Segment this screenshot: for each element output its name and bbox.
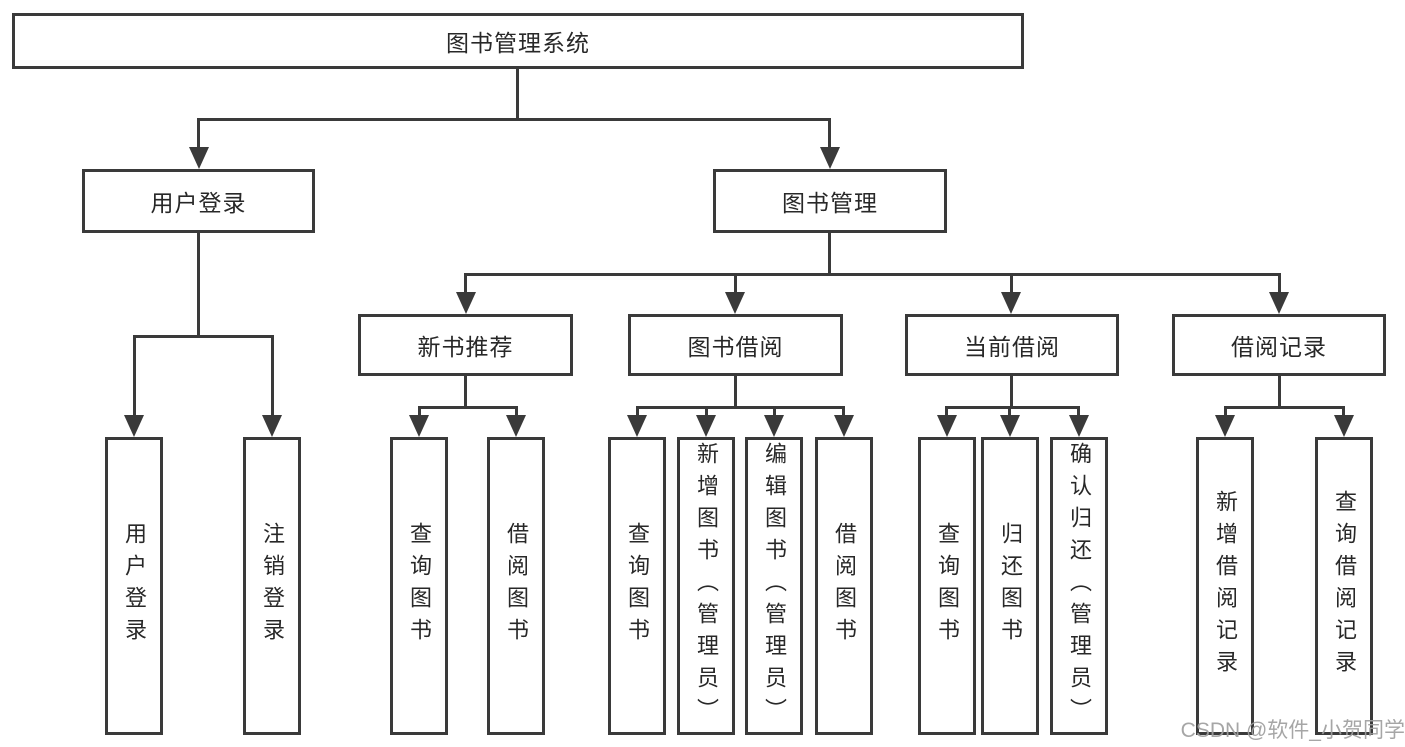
connector-line xyxy=(464,273,467,294)
connector-line xyxy=(515,406,518,417)
arrowhead-down-icon xyxy=(1069,415,1089,437)
connector-line xyxy=(945,406,1079,409)
leaf-label: 注销登录 xyxy=(260,522,285,650)
leaf-label: 查询图书 xyxy=(935,522,960,650)
leaf-borrow-book-recommend: 借阅图书 xyxy=(487,437,545,735)
connector-line xyxy=(705,406,708,417)
leaf-query-book-current: 查询图书 xyxy=(918,437,976,735)
node-label: 图书管理系统 xyxy=(446,30,590,56)
connector-line xyxy=(734,376,737,406)
connector-line xyxy=(734,273,737,294)
node-label: 借阅记录 xyxy=(1231,334,1327,360)
leaf-confirm-return-admin: 确认归还（管理员） xyxy=(1050,437,1108,735)
connector-line xyxy=(773,406,776,417)
node-book-management: 图书管理 xyxy=(713,169,947,233)
arrowhead-down-icon xyxy=(834,415,854,437)
leaf-label: 用户登录 xyxy=(122,522,147,650)
connector-line xyxy=(1224,406,1345,409)
connector-line xyxy=(197,233,200,335)
arrowhead-down-icon xyxy=(1269,292,1289,314)
connector-line xyxy=(636,406,639,417)
leaf-label: 查询图书 xyxy=(407,522,432,650)
connector-line xyxy=(828,233,831,273)
arrowhead-down-icon xyxy=(262,415,282,437)
connector-line xyxy=(1342,406,1345,417)
connector-line xyxy=(271,335,274,417)
arrowhead-down-icon xyxy=(456,292,476,314)
connector-line xyxy=(133,335,136,417)
node-current-borrow: 当前借阅 xyxy=(905,314,1119,376)
leaf-user-login: 用户登录 xyxy=(105,437,163,735)
connector-line xyxy=(842,406,845,417)
connector-line xyxy=(945,406,948,417)
connector-line xyxy=(828,118,831,150)
node-label: 用户登录 xyxy=(150,190,247,216)
connector-line xyxy=(133,335,274,338)
leaf-label: 归还图书 xyxy=(998,522,1023,650)
arrowhead-down-icon xyxy=(189,147,209,169)
leaf-label: 确认归还（管理员） xyxy=(1067,442,1092,730)
leaf-label: 查询借阅记录 xyxy=(1332,490,1357,682)
arrowhead-down-icon xyxy=(764,415,784,437)
connector-line xyxy=(418,406,421,417)
leaf-add-borrow-record: 新增借阅记录 xyxy=(1196,437,1254,735)
node-borrow-records: 借阅记录 xyxy=(1172,314,1386,376)
connector-line xyxy=(197,118,200,150)
node-new-book-recommend: 新书推荐 xyxy=(358,314,573,376)
connector-line xyxy=(418,406,518,409)
connector-line xyxy=(1224,406,1227,417)
leaf-label: 借阅图书 xyxy=(504,522,529,650)
leaf-label: 编辑图书（管理员） xyxy=(762,442,787,730)
arrowhead-down-icon xyxy=(937,415,957,437)
connector-line xyxy=(516,69,519,118)
arrowhead-down-icon xyxy=(627,415,647,437)
arrowhead-down-icon xyxy=(1334,415,1354,437)
arrowhead-down-icon xyxy=(696,415,716,437)
node-label: 图书借阅 xyxy=(687,334,784,360)
node-library-system: 图书管理系统 xyxy=(12,13,1024,69)
node-book-borrow: 图书借阅 xyxy=(628,314,843,376)
connector-line xyxy=(1278,376,1281,406)
leaf-query-book-borrow: 查询图书 xyxy=(608,437,666,735)
node-label: 图书管理 xyxy=(782,190,878,216)
connector-line xyxy=(1278,273,1281,294)
leaf-label: 查询图书 xyxy=(625,522,650,650)
connector-line xyxy=(465,273,1280,276)
connector-line xyxy=(636,406,845,409)
leaf-label: 新增借阅记录 xyxy=(1213,490,1238,682)
node-label: 当前借阅 xyxy=(964,334,1060,360)
arrowhead-down-icon xyxy=(409,415,429,437)
leaf-add-book-admin: 新增图书（管理员） xyxy=(677,437,735,735)
leaf-logout: 注销登录 xyxy=(243,437,301,735)
connector-line xyxy=(464,376,467,406)
node-user-login: 用户登录 xyxy=(82,169,315,233)
node-label: 新书推荐 xyxy=(417,334,514,360)
leaf-edit-book-admin: 编辑图书（管理员） xyxy=(745,437,803,735)
arrowhead-down-icon xyxy=(124,415,144,437)
leaf-return-book: 归还图书 xyxy=(981,437,1039,735)
arrowhead-down-icon xyxy=(506,415,526,437)
arrowhead-down-icon xyxy=(820,147,840,169)
leaf-query-borrow-record: 查询借阅记录 xyxy=(1315,437,1373,735)
connector-line xyxy=(1008,406,1011,417)
arrowhead-down-icon xyxy=(1001,292,1021,314)
leaf-label: 新增图书（管理员） xyxy=(694,442,719,730)
connector-line xyxy=(197,118,831,121)
leaf-borrow-book: 借阅图书 xyxy=(815,437,873,735)
leaf-query-book-recommend: 查询图书 xyxy=(390,437,448,735)
csdn-watermark: CSDN @软件_小贺同学 xyxy=(1180,719,1405,742)
connector-line xyxy=(1077,406,1080,417)
connector-line xyxy=(1010,273,1013,294)
arrowhead-down-icon xyxy=(1215,415,1235,437)
leaf-label: 借阅图书 xyxy=(832,522,857,650)
arrowhead-down-icon xyxy=(725,292,745,314)
arrowhead-down-icon xyxy=(1000,415,1020,437)
connector-line xyxy=(1010,376,1013,406)
